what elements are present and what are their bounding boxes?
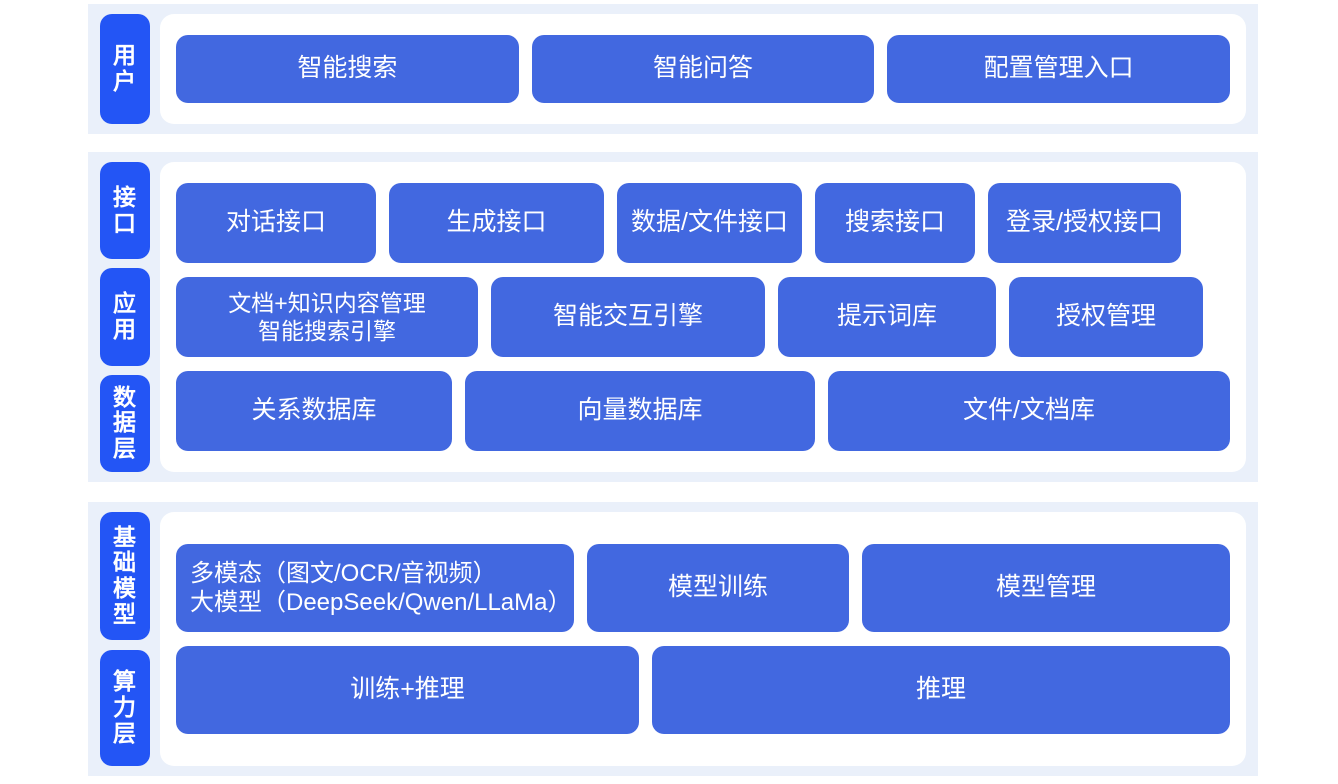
card-dialog-api[interactable]: 对话接口 xyxy=(176,183,376,263)
layer-tab-data-label: 数据层 xyxy=(113,383,137,462)
card-intelligent-search[interactable]: 智能搜索 xyxy=(176,35,519,103)
layer-tab-application[interactable]: 应用 xyxy=(100,268,150,366)
layer-tab-data[interactable]: 数据层 xyxy=(100,374,150,472)
card-interaction-engine[interactable]: 智能交互引擎 xyxy=(491,277,765,357)
card-inference[interactable]: 推理 xyxy=(652,646,1230,734)
layer-tab-compute[interactable]: 算力层 xyxy=(100,650,150,766)
row-interface: 对话接口 生成接口 数据/文件接口 搜索接口 登录/授权接口 xyxy=(176,183,1230,263)
row-compute: 训练+推理 推理 xyxy=(176,646,1230,734)
layer-tab-foundation-model-label: 基础模型 xyxy=(113,523,137,627)
card-multimodal-large-model[interactable]: 多模态（图文/OCR/音视频） 大模型（DeepSeek/Qwen/LLaMa） xyxy=(176,544,574,632)
card-model-management[interactable]: 模型管理 xyxy=(862,544,1230,632)
layer-tab-user[interactable]: 用户 xyxy=(100,14,150,124)
card-intelligent-qa[interactable]: 智能问答 xyxy=(531,35,875,103)
card-search-api[interactable]: 搜索接口 xyxy=(815,183,975,263)
card-training-and-inference[interactable]: 训练+推理 xyxy=(176,646,639,734)
card-login-auth-api[interactable]: 登录/授权接口 xyxy=(988,183,1181,263)
layer-tab-compute-label: 算力层 xyxy=(113,668,137,746)
card-authorization-management[interactable]: 授权管理 xyxy=(1009,277,1203,357)
card-file-document-store[interactable]: 文件/文档库 xyxy=(828,371,1230,451)
layer-tab-interface-label: 接口 xyxy=(113,183,137,236)
card-relational-database[interactable]: 关系数据库 xyxy=(176,371,452,451)
card-data-file-api[interactable]: 数据/文件接口 xyxy=(617,183,802,263)
card-model-training[interactable]: 模型训练 xyxy=(587,544,849,632)
row-application: 文档+知识内容管理 智能搜索引擎 智能交互引擎 提示词库 授权管理 xyxy=(176,277,1230,357)
section-middle-tab-column: 接口 应用 数据层 xyxy=(88,152,150,482)
card-vector-database[interactable]: 向量数据库 xyxy=(465,371,815,451)
section-user: 用户 智能搜索 智能问答 配置管理入口 xyxy=(88,4,1258,134)
row-model: 多模态（图文/OCR/音视频） 大模型（DeepSeek/Qwen/LLaMa）… xyxy=(176,544,1230,632)
layer-tab-foundation-model[interactable]: 基础模型 xyxy=(100,512,150,640)
section-base: 基础模型 算力层 多模态（图文/OCR/音视频） 大模型（DeepSeek/Qw… xyxy=(88,502,1258,776)
layer-tab-interface[interactable]: 接口 xyxy=(100,162,150,260)
card-config-management-entry[interactable]: 配置管理入口 xyxy=(887,35,1231,103)
row-data: 关系数据库 向量数据库 文件/文档库 xyxy=(176,371,1230,451)
layer-tab-user-label: 用户 xyxy=(113,42,137,94)
section-middle: 接口 应用 数据层 对话接口 生成接口 数据/文件接口 搜索接口 登录/授权接口… xyxy=(88,152,1258,482)
section-base-tab-column: 基础模型 算力层 xyxy=(88,502,150,776)
section-base-panel: 多模态（图文/OCR/音视频） 大模型（DeepSeek/Qwen/LLaMa）… xyxy=(160,512,1246,766)
section-middle-panel: 对话接口 生成接口 数据/文件接口 搜索接口 登录/授权接口 文档+知识内容管理… xyxy=(160,162,1246,472)
section-user-tab-column: 用户 xyxy=(88,4,150,134)
section-user-panel: 智能搜索 智能问答 配置管理入口 xyxy=(160,14,1246,124)
layer-tab-application-label: 应用 xyxy=(113,290,137,342)
card-document-knowledge-management[interactable]: 文档+知识内容管理 智能搜索引擎 xyxy=(176,277,478,357)
row-user-entries: 智能搜索 智能问答 配置管理入口 xyxy=(176,35,1231,103)
card-generation-api[interactable]: 生成接口 xyxy=(389,183,604,263)
card-prompt-library[interactable]: 提示词库 xyxy=(778,277,996,357)
